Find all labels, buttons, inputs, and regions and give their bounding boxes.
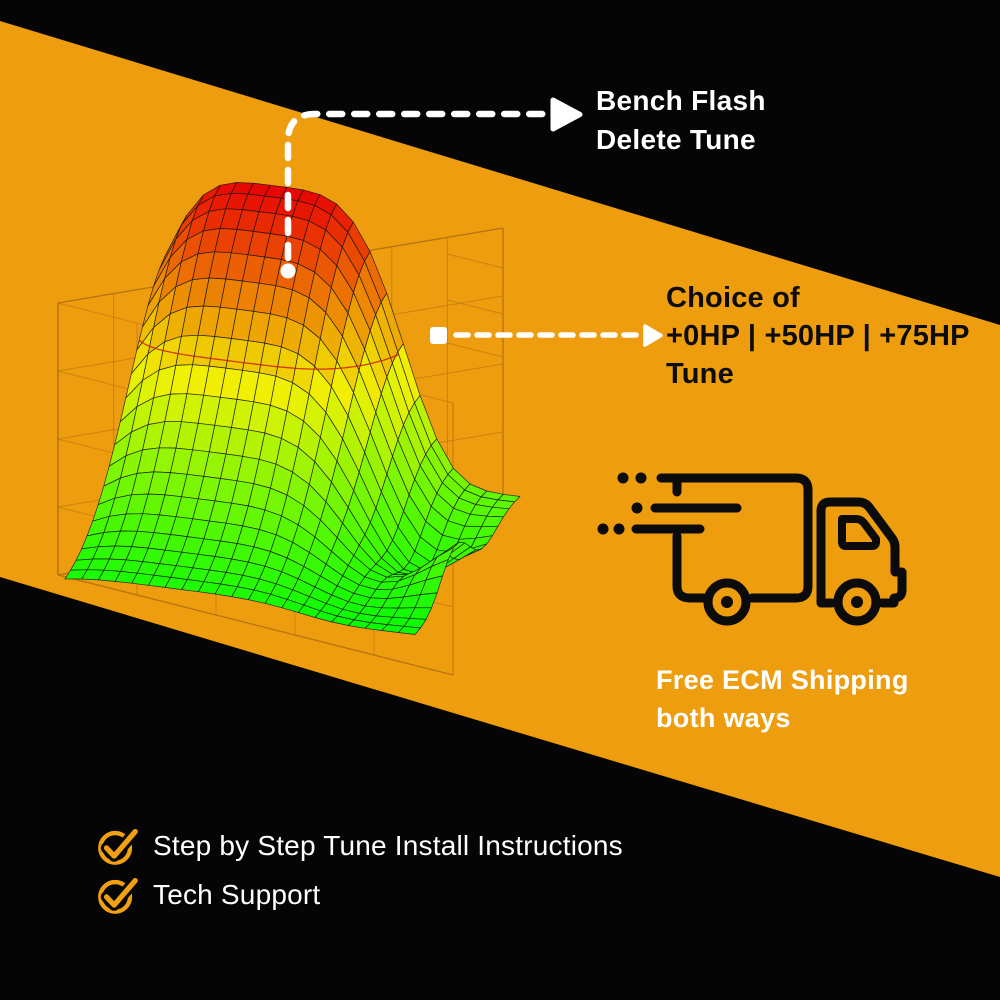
truck-wheel [833,578,881,626]
truck-cab [816,497,907,608]
surface-point-marker-square [430,327,447,344]
speed-lines [631,503,742,534]
tune-choice-line2: +0HP | +50HP | +75HP [666,320,970,352]
checklist-item: Step by Step Tune Install Instructions [96,824,623,868]
tune-choice-line3: Tune [666,358,734,390]
truck-cargo-box [656,473,813,603]
bench-flash-label: Bench Flash Delete Tune [596,81,766,159]
shipping-line1: Free ECM Shipping [656,665,909,695]
check-circle-icon [98,825,140,865]
checklist-item: Tech Support [96,873,623,917]
dashed-connector [284,110,550,262]
shipping-line2: both ways [656,703,791,733]
arrowhead-icon [643,324,663,347]
truck-wheel-hub [851,596,863,608]
surface-contour-line [138,339,400,370]
truck-wheel-hub [721,596,733,608]
bench-flash-pointer [280,97,583,279]
truck-windshield [838,515,880,550]
arrowhead-icon [550,97,583,132]
truck-wheel [703,578,751,626]
bench-flash-line1: Bench Flash [596,85,766,116]
tune-choice-pointer [430,324,663,347]
check-circle-icon [98,874,140,914]
surface-point-marker-dot [280,263,296,279]
shipping-label: Free ECM Shipping both ways [656,661,909,737]
checklist-item-label: Step by Step Tune Install Instructions [153,830,623,861]
tune-choice-line1: Choice of [666,282,800,314]
tune-choice-label: Choice of +0HP | +50HP | +75HP Tune [666,279,970,393]
bench-flash-line2: Delete Tune [596,124,756,155]
feature-checklist: Step by Step Tune Install Instructions T… [96,824,623,917]
checklist-item-label: Tech Support [153,879,321,910]
speed-dots [597,472,647,535]
tune-map-surface [64,182,521,635]
delivery-truck-icon [597,472,907,626]
